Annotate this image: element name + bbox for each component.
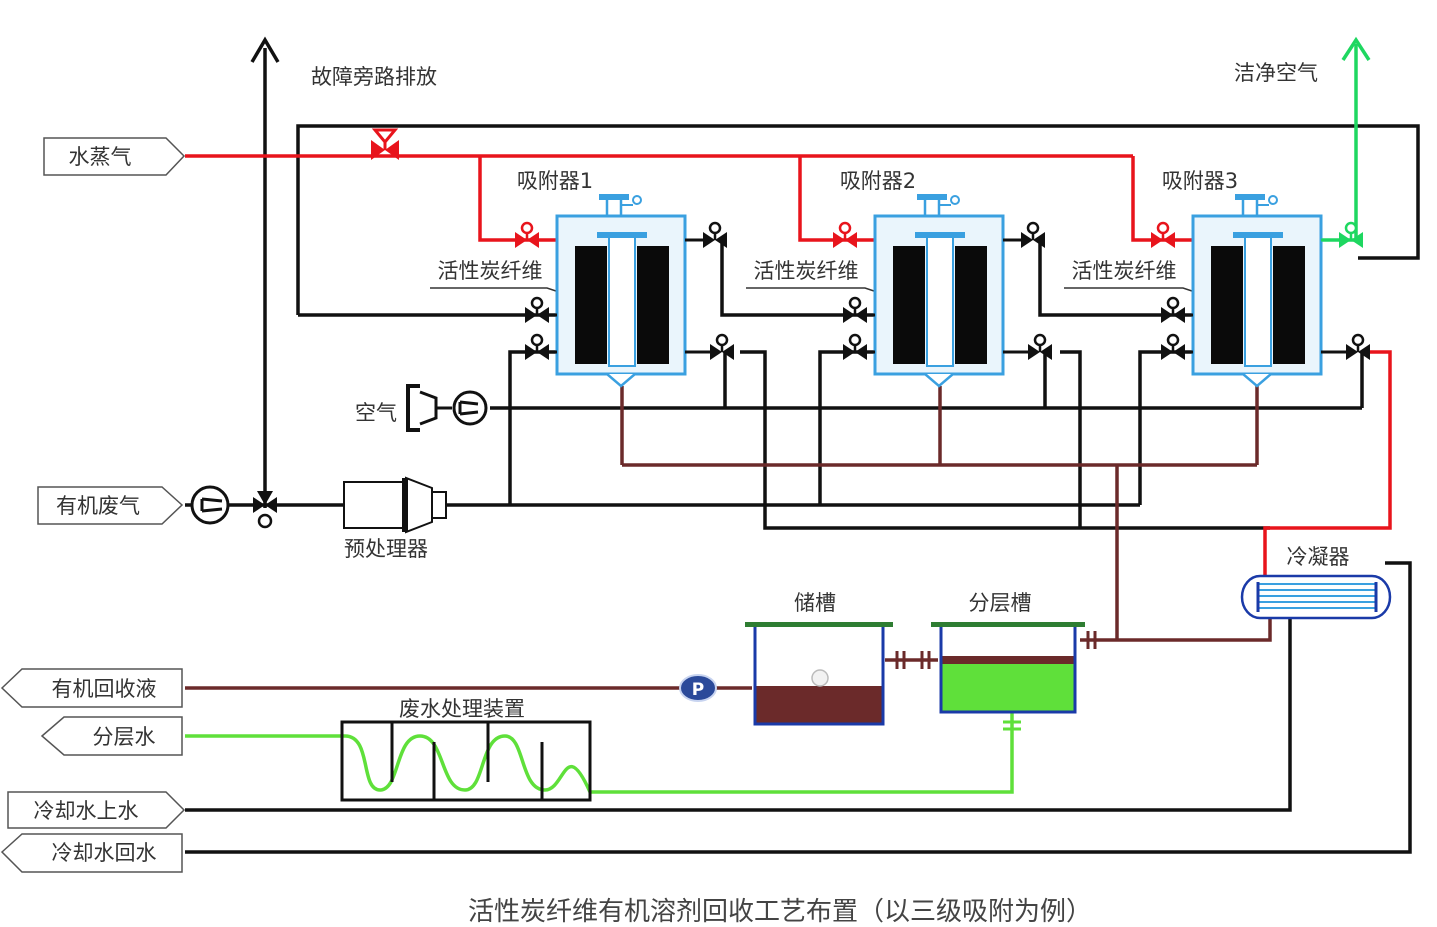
pump-icon: P <box>679 674 717 702</box>
separator-tank: 分层槽 <box>931 591 1085 714</box>
cooling-supply-inlet-label: 冷却水上水 <box>34 799 139 823</box>
condenser: 冷凝器 <box>1240 545 1392 620</box>
air-outlet-valve-icon <box>1028 333 1052 360</box>
cooling-return-pipe <box>185 561 1412 854</box>
bypass-label: 故障旁路排放 <box>311 65 437 89</box>
organic-liquid-outlet-label: 有机回收液 <box>52 677 157 701</box>
clean-air-loop-pipe <box>296 124 1420 315</box>
storage-tank: 储槽 <box>745 591 893 726</box>
cooling-return-outlet-label: 冷却水回水 <box>52 841 157 865</box>
adsorber-1-title: 吸附器1 <box>517 169 593 193</box>
gas-inlet-valve-icon <box>525 296 549 323</box>
steam-valve-icon <box>833 221 857 248</box>
storage-tank-label: 储槽 <box>794 591 836 615</box>
adsorber-3-title: 吸附器3 <box>1162 169 1238 193</box>
acf-bed <box>955 246 987 364</box>
pretreater: 预处理器 <box>343 476 447 561</box>
gas-inlet-valve-icon <box>843 296 867 323</box>
gas-inlet-valve-icon <box>1161 333 1185 360</box>
outlet-valve-icon <box>703 221 727 248</box>
organic-liquid-outlet-box: 有机回收液 <box>0 668 183 708</box>
adsorber-1: 吸附器1 活性炭纤维 <box>430 169 734 388</box>
layer-water-pipes <box>185 712 1014 794</box>
layer-water-outlet-label: 分层水 <box>93 725 156 749</box>
fan-icon <box>190 485 230 525</box>
air-outlet-valve-icon <box>710 333 734 360</box>
clean-air-pipe <box>1322 36 1371 242</box>
acf-bed <box>637 246 669 364</box>
adsorber-2-title: 吸附器2 <box>840 169 916 193</box>
steam-valve-icon <box>1151 221 1175 248</box>
air-inlet: 空气 <box>355 384 488 432</box>
adsorber-3: 吸附器3 活性炭纤维 <box>1064 169 1370 388</box>
pump-letter: P <box>692 680 704 700</box>
gas-inlet-valve-icon <box>525 333 549 360</box>
cooling-supply-pipe <box>185 610 1292 812</box>
recovered-liquid-pipes <box>185 386 1272 690</box>
three-way-valve-icon <box>253 491 277 529</box>
pipe-flanges <box>895 631 1097 731</box>
adsorbers: 吸附器1 活性炭纤维 吸附器2 活性炭纤维 吸附器3 活性炭纤维 <box>430 169 1370 388</box>
organic-gas-inlet-box: 有机废气 <box>37 486 184 525</box>
cooling-return-outlet-box: 冷却水回水 <box>0 833 183 873</box>
gas-inlet-valve-icon <box>843 333 867 360</box>
steam-main-valve-icon <box>371 128 399 160</box>
steam-inlet-box: 水蒸气 <box>43 137 186 176</box>
steam-valve-icon <box>515 221 539 248</box>
acf-label: 活性炭纤维 <box>754 259 859 283</box>
steam-inlet-label: 水蒸气 <box>69 145 132 169</box>
condenser-label: 冷凝器 <box>1287 545 1350 569</box>
bypass-arrow-icon <box>250 36 280 63</box>
separator-tank-label: 分层槽 <box>969 591 1032 615</box>
outlet-valve-icon <box>1339 221 1363 248</box>
organic-gas-inlet-label: 有机废气 <box>56 494 140 518</box>
pretreater-label: 预处理器 <box>344 537 428 561</box>
figure-caption: 活性炭纤维有机溶剂回收工艺布置（以三级吸附为例） <box>468 897 1092 927</box>
acf-bed <box>1273 246 1305 364</box>
acf-bed <box>575 246 607 364</box>
air-blower-icon <box>452 390 488 426</box>
acf-label: 活性炭纤维 <box>1072 259 1177 283</box>
outlet-valve-icon <box>1021 221 1045 248</box>
wastewater-unit-label: 废水处理装置 <box>399 697 525 721</box>
layer-water-outlet-box: 分层水 <box>40 716 183 756</box>
acf-label: 活性炭纤维 <box>438 259 543 283</box>
air-outlet-valve-icon <box>1346 333 1370 360</box>
acf-bed <box>1211 246 1243 364</box>
adsorber-2: 吸附器2 活性炭纤维 <box>746 169 1052 388</box>
cooling-supply-inlet-box: 冷却水上水 <box>7 791 186 829</box>
gas-inlet-valve-icon <box>1161 296 1185 323</box>
acf-bed <box>893 246 925 364</box>
wastewater-unit: 废水处理装置 <box>340 697 592 802</box>
clean-air-label: 洁净空气 <box>1234 61 1318 85</box>
air-label: 空气 <box>355 401 397 425</box>
